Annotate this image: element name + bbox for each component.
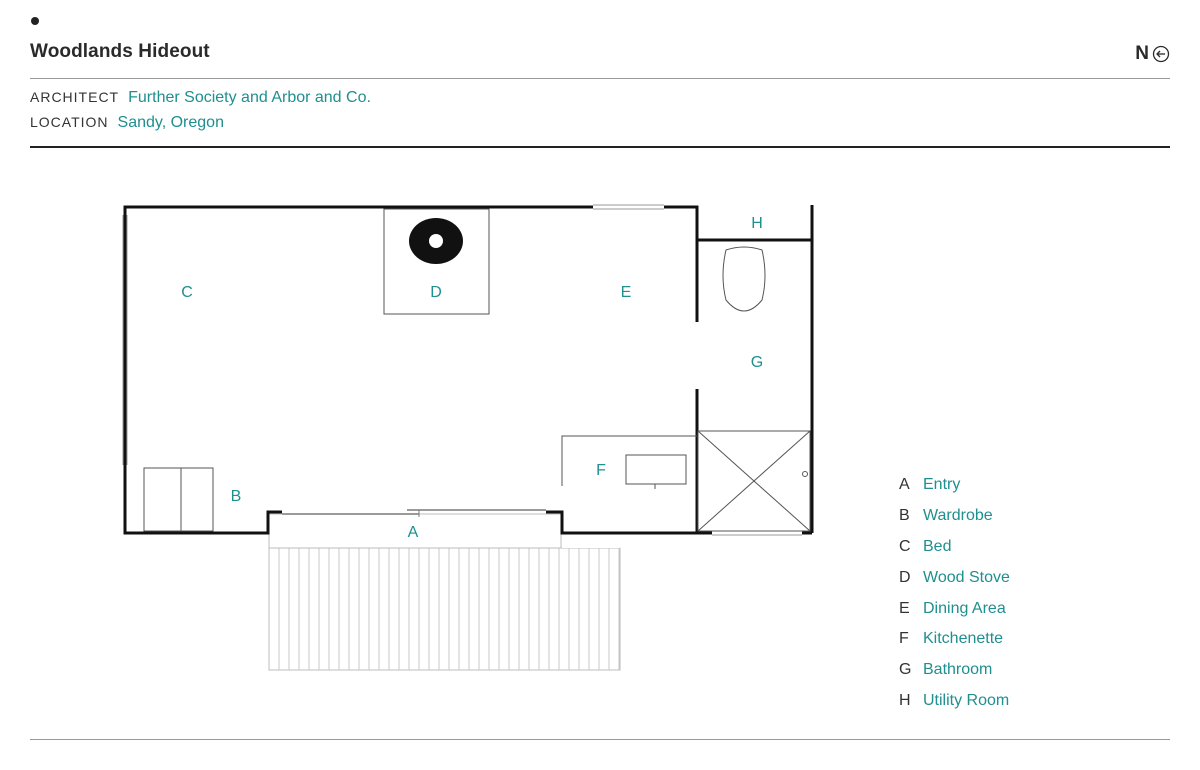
legend-key: D: [899, 568, 911, 586]
legend-item: F Kitchenette: [899, 624, 1010, 655]
wood-stove: [383, 208, 490, 315]
arrow-left-circle-icon: [1152, 45, 1170, 63]
legend-key: A: [899, 476, 910, 494]
legend-item: E Dining Area: [899, 593, 1010, 624]
legend-label: Dining Area: [923, 599, 1006, 617]
header-divider: [30, 78, 1170, 79]
bullet-dot: [31, 17, 39, 25]
legend-key: H: [899, 691, 911, 709]
legend-label: Wardrobe: [923, 507, 993, 525]
legend-item: B Wardrobe: [899, 501, 1010, 532]
legend-label: Bathroom: [923, 661, 993, 679]
room-label-c: C: [181, 284, 193, 301]
legend-item: C Bed: [899, 532, 1010, 563]
legend-item: G Bathroom: [899, 655, 1010, 686]
room-label-e: E: [621, 284, 632, 301]
location-value: Sandy, Oregon: [117, 114, 224, 131]
meta-divider: [30, 146, 1170, 148]
architect-value: Further Society and Arbor and Co.: [128, 89, 371, 106]
legend-label: Utility Room: [923, 691, 1010, 709]
legend-label: Bed: [923, 537, 952, 555]
legend-item: H Utility Room: [899, 686, 1010, 717]
legend-item: D Wood Stove: [899, 562, 1010, 593]
north-label: N: [1135, 43, 1149, 64]
room-label-a: A: [408, 524, 419, 541]
room-legend: A Entry B Wardrobe C Bed D Wood Stove E Dinin…: [899, 470, 1010, 716]
room-label-b: B: [231, 488, 242, 505]
room-label-f: F: [596, 462, 606, 479]
location-row: LOCATION Sandy, Oregon: [30, 114, 224, 132]
exterior-walls: [123, 205, 814, 535]
legend-label: Entry: [923, 476, 961, 494]
legend-key: F: [899, 630, 909, 648]
legend-key: C: [899, 537, 911, 555]
legend-label: Wood Stove: [923, 568, 1010, 586]
location-key: LOCATION: [30, 114, 109, 130]
entry-door: [282, 509, 546, 517]
windows: [122, 204, 802, 536]
legend-item: A Entry: [899, 470, 1010, 501]
wardrobe: [143, 467, 214, 532]
entry-deck: [268, 513, 621, 671]
legend-key: G: [899, 661, 912, 679]
room-label-g: G: [751, 354, 763, 371]
bathroom: [697, 246, 811, 532]
legend-key: E: [899, 599, 910, 617]
legend-key: B: [899, 507, 910, 525]
architect-row: ARCHITECT Further Society and Arbor and …: [30, 89, 371, 107]
north-indicator: N: [1135, 43, 1170, 65]
room-label-h: H: [751, 215, 763, 232]
room-labels: A B C D E F G H: [181, 215, 763, 541]
footer-divider: [30, 739, 1170, 740]
architect-key: ARCHITECT: [30, 89, 120, 105]
kitchenette: [561, 435, 697, 489]
page-title: Woodlands Hideout: [30, 41, 210, 62]
legend-label: Kitchenette: [923, 630, 1004, 648]
room-label-d: D: [430, 284, 442, 301]
